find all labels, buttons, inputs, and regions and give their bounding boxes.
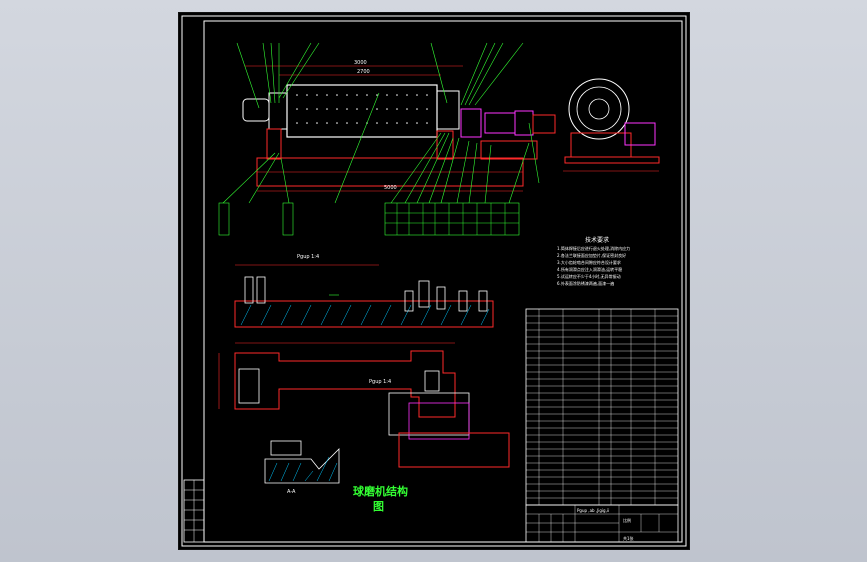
title-block: Pgup ,ab ,Jigig,ii 比例 共1张 — [525, 504, 679, 543]
foundation-section-a: Pgup 1:4 — [234, 254, 494, 328]
notes-heading: 技术要求 — [585, 236, 609, 244]
drawing-title: 球磨机结构 — [353, 484, 408, 498]
drawing-title-line2: 图 — [373, 500, 384, 513]
cad-canvas: 3000 2700 5000 — [181, 15, 687, 547]
technical-notes: 技术要求 1.简体焊接后应进行退火处理,消除内应力 2.各法兰联接面应加垫片,保… — [557, 236, 630, 286]
title-block-sheet: 共1张 — [623, 535, 634, 541]
dim-bottom: 5000 — [384, 185, 397, 191]
mill-side-view — [563, 78, 660, 172]
title-block-name: Pgup ,ab ,Jigig,ii — [577, 508, 609, 513]
mill-drum — [286, 84, 438, 138]
note-line: 4.所有润滑点应注入润滑油,运转平稳 — [557, 266, 622, 272]
dim-top-1: 3000 — [354, 60, 367, 66]
outer-border — [181, 15, 687, 547]
parts-list-table — [525, 308, 679, 506]
foundation-plan-b: Pgup 1:4 — [218, 342, 510, 468]
mill-elevation: 3000 2700 5000 — [242, 60, 556, 192]
note-line: 1.简体焊接后应进行退火处理,消除内应力 — [557, 245, 630, 251]
detail-aa: A-A — [264, 440, 340, 495]
note-line: 6.外表面涂防锈漆两遍,面漆一遍 — [557, 280, 614, 286]
detail-label: A-A — [287, 489, 296, 495]
note-line: 5.试运转应不少于4小时,无异常振动 — [557, 273, 621, 279]
part-number-grid-left — [218, 202, 520, 236]
title-block-unit: 比例 — [623, 517, 631, 523]
inner-border — [203, 20, 683, 543]
section-a-label: Pgup 1:4 — [297, 254, 319, 260]
note-line: 2.各法兰联接面应加垫片,保证密封良好 — [557, 252, 626, 258]
drawing-sheet: 3000 2700 5000 — [179, 13, 689, 549]
dim-top-2: 2700 — [357, 69, 370, 75]
part-leaders — [222, 42, 540, 204]
note-line: 3.大小齿轮啮合间隙应符合设计要求 — [557, 259, 621, 265]
section-b-label: Pgup 1:4 — [369, 379, 391, 385]
